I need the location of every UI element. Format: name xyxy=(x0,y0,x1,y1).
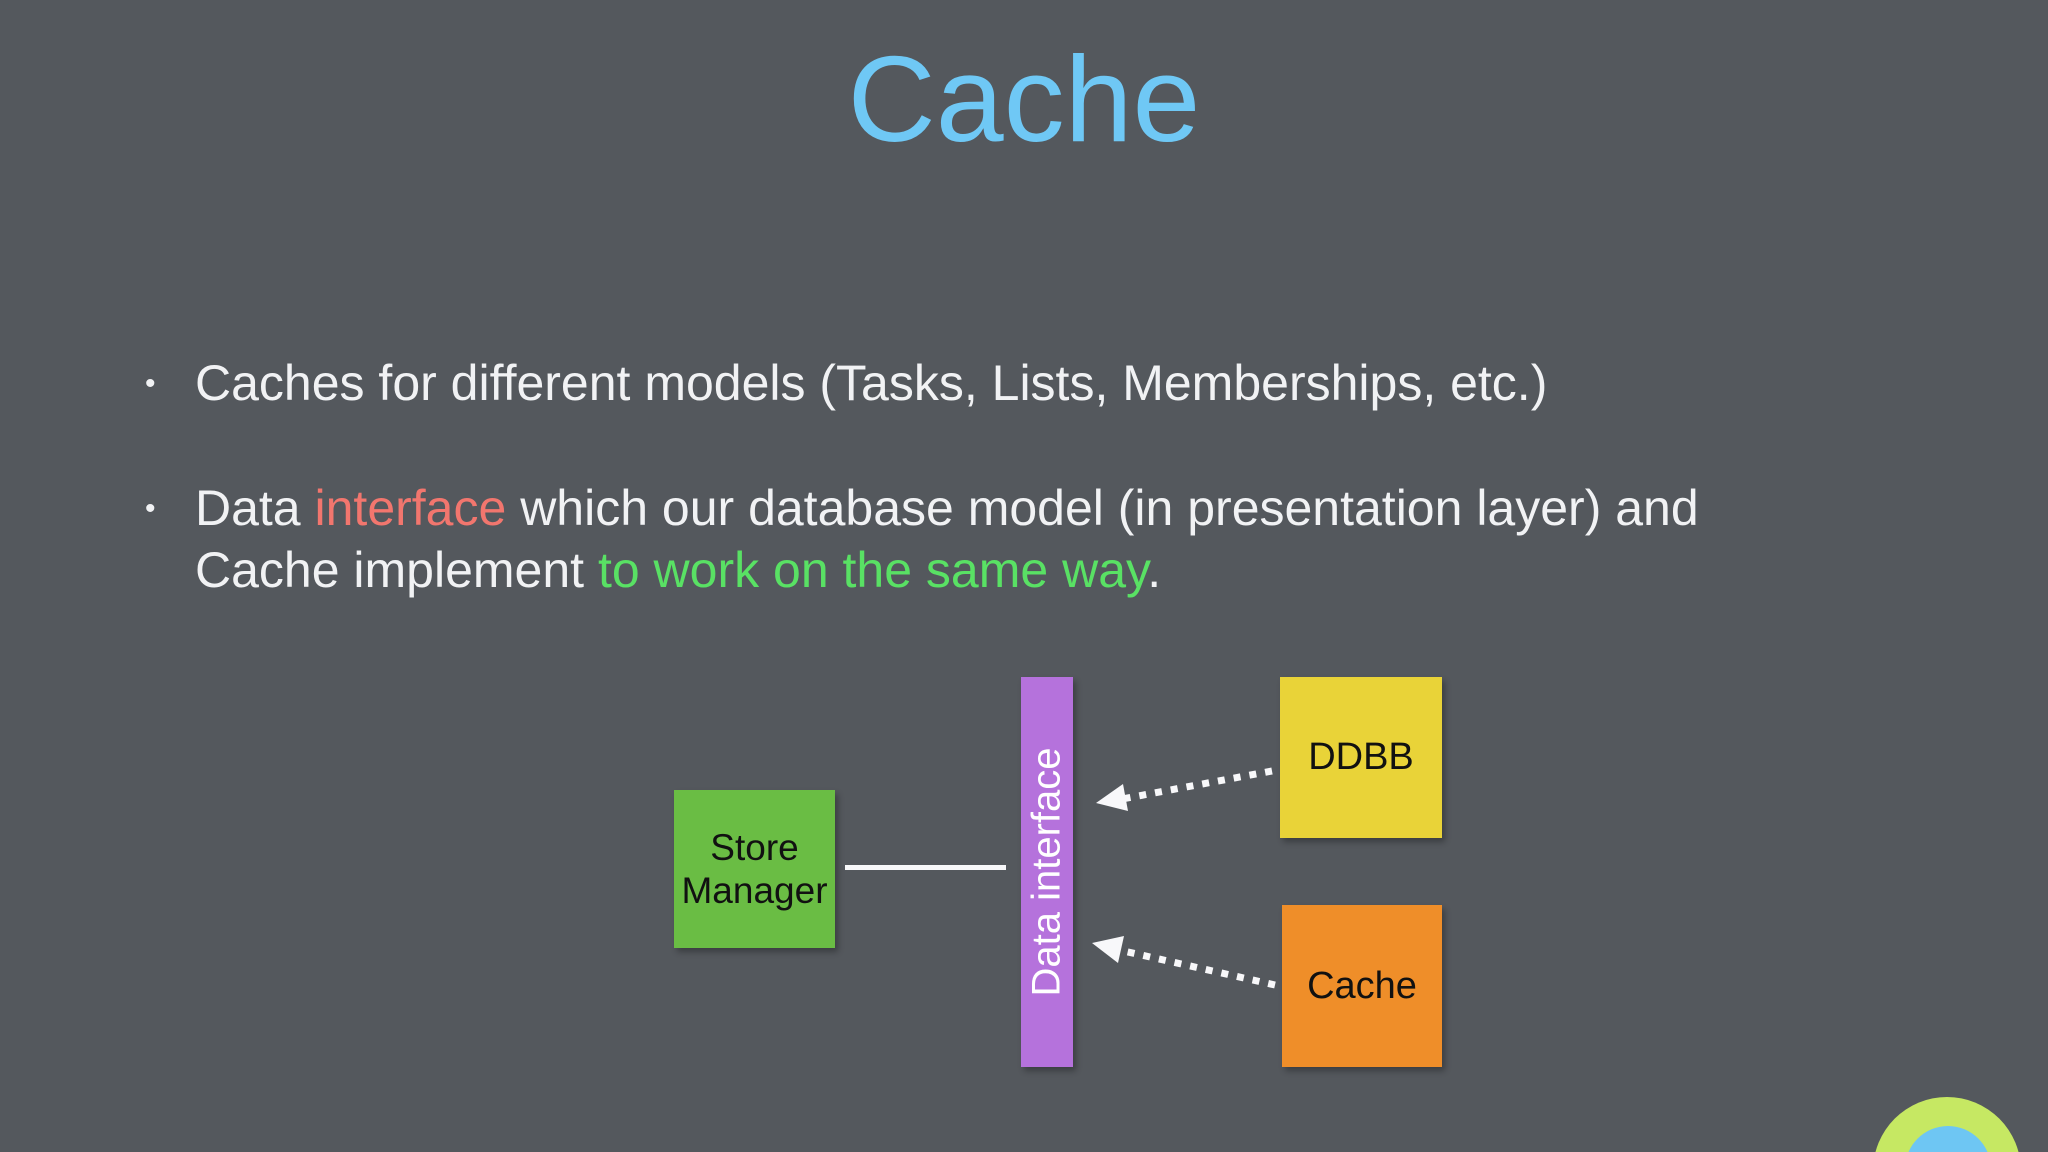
ddbb-label: DDBB xyxy=(1308,736,1414,778)
bullet-2-text: Data interface which our database model … xyxy=(195,477,1905,601)
cache-box-label: Cache xyxy=(1307,964,1417,1007)
bullet-item-2: • Data interface which our database mode… xyxy=(145,477,1905,601)
dotted-arrow-cache-to-interface xyxy=(1092,936,1276,989)
dotted-arrow-ddbb-to-interface xyxy=(1096,767,1273,811)
data-interface-label: Data interface xyxy=(1025,747,1069,997)
slide-title: Cache xyxy=(847,31,1201,167)
store-manager-label-line1: Store xyxy=(710,827,799,868)
bullet-marker: • xyxy=(145,492,156,525)
store-to-interface-connector xyxy=(845,865,1006,870)
bullet-2-line-1: Data interface which our database model … xyxy=(195,477,1905,539)
cache-box: Cache xyxy=(1282,905,1442,1067)
store-manager-box: Store Manager xyxy=(674,790,835,948)
bullet-item-1: • Caches for different models (Tasks, Li… xyxy=(145,352,1905,415)
data-interface-bar: Data interface xyxy=(1021,677,1073,1067)
bullet-1-text: Caches for different models (Tasks, List… xyxy=(195,355,1548,411)
bullet-2-line-2: Cache implement to work on the same way. xyxy=(195,539,1905,601)
ddbb-box: DDBB xyxy=(1280,677,1442,838)
text-segment: Data xyxy=(195,480,315,536)
text-segment-highlight-green: to work on the same way xyxy=(597,542,1148,598)
bullet-marker: • xyxy=(145,367,156,400)
text-segment-highlight-red: interface xyxy=(314,480,507,536)
store-manager-label-line2: Manager xyxy=(681,870,828,911)
bullet-list: • Caches for different models (Tasks, Li… xyxy=(145,352,1905,601)
text-segment: . xyxy=(1147,542,1162,598)
text-segment: which our database model (in presentatio… xyxy=(506,480,1699,536)
text-segment: Cache implement xyxy=(195,542,598,598)
